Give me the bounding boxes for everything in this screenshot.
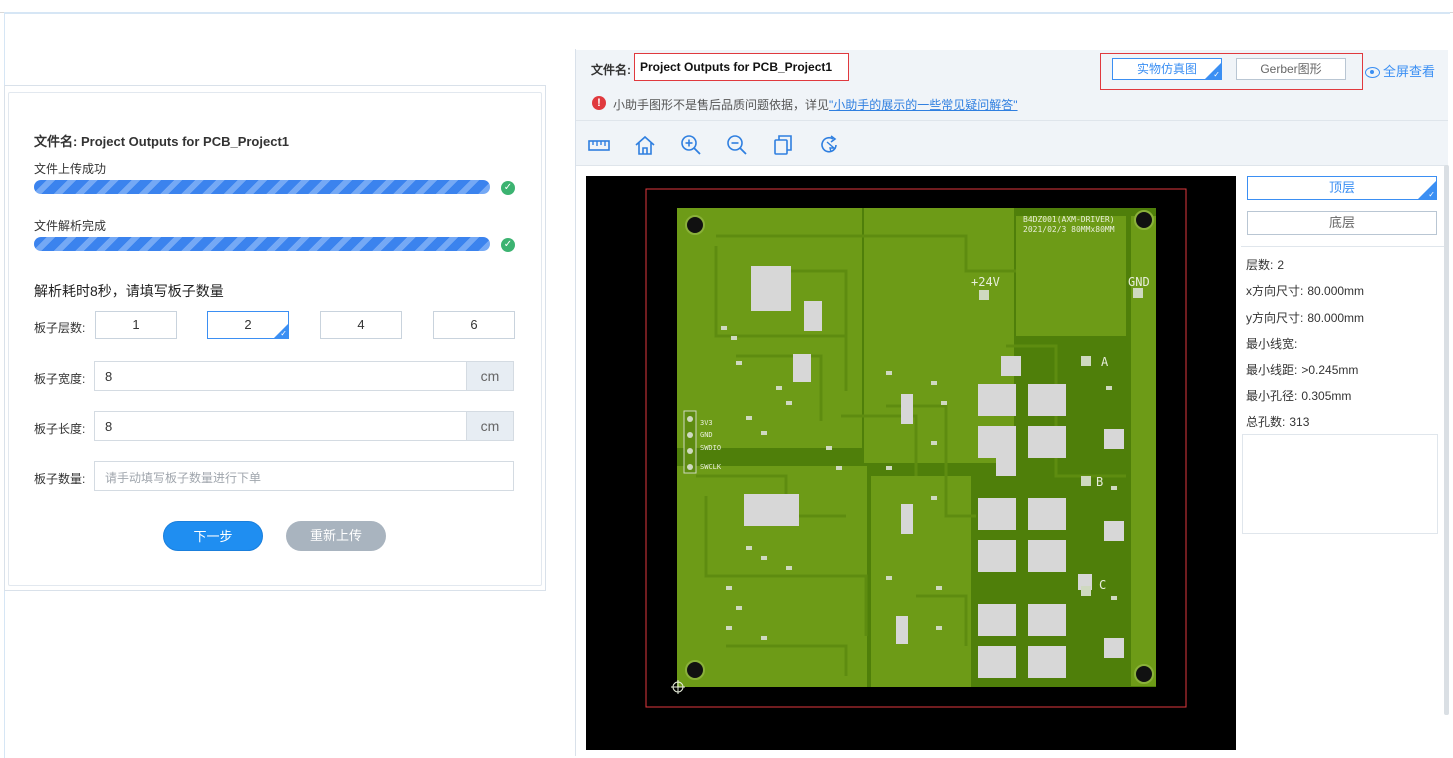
pcb-connector-label: GND bbox=[700, 431, 713, 439]
swd-connector bbox=[683, 410, 697, 474]
prop-layers: 层数:2 bbox=[1246, 256, 1284, 273]
fullscreen-button[interactable]: 全屏查看 bbox=[1365, 61, 1435, 80]
home-icon[interactable] bbox=[634, 134, 656, 156]
gerber-view-button[interactable]: Gerber图形 bbox=[1236, 58, 1346, 80]
pcb-connector-label: SWDIO bbox=[700, 444, 721, 452]
pcb-render: B4DZ001(AXM-DRIVER) 2021/02/3 80MMx80MM … bbox=[586, 176, 1236, 750]
width-unit: cm bbox=[466, 362, 513, 390]
pcb-connector-label: SWCLK bbox=[700, 463, 722, 471]
prop-min-hole-label: 最小孔径: bbox=[1246, 389, 1298, 403]
prop-x-label: x方向尺寸: bbox=[1246, 284, 1304, 298]
layer-option-4[interactable]: 4 bbox=[320, 311, 402, 339]
prop-x-size: x方向尺寸:80.000mm bbox=[1246, 282, 1364, 299]
prop-min-hole: 最小孔径:0.305mm bbox=[1246, 387, 1351, 404]
length-field[interactable]: 8 cm bbox=[94, 411, 514, 441]
prop-min-width: 最小线宽: bbox=[1246, 335, 1301, 352]
rotate-icon[interactable] bbox=[818, 134, 840, 156]
qty-placeholder: 请手动填写板子数量进行下单 bbox=[105, 471, 262, 485]
bottom-layer-tab[interactable]: 底层 bbox=[1247, 211, 1437, 235]
qty-field[interactable]: 请手动填写板子数量进行下单 bbox=[94, 461, 514, 491]
prop-holes-label: 总孔数: bbox=[1246, 415, 1286, 429]
warning-icon: ! bbox=[592, 96, 606, 110]
length-value: 8 bbox=[105, 419, 113, 434]
parse-message: 解析耗时8秒，请填写板子数量 bbox=[34, 283, 224, 299]
parse-progress-bar bbox=[34, 237, 490, 251]
pcb-label-top: B4DZ001(AXM-DRIVER) bbox=[1023, 215, 1115, 224]
eye-icon bbox=[1365, 67, 1380, 79]
width-label: 板子宽度: bbox=[34, 372, 86, 386]
prop-min-width-label: 最小线宽: bbox=[1246, 337, 1298, 351]
file-name-heading: 文件名: Project Outputs for PCB_Project1 bbox=[34, 131, 289, 150]
order-card-inner bbox=[8, 92, 542, 586]
prop-layers-value: 2 bbox=[1277, 258, 1285, 272]
prop-y-value: 80.000mm bbox=[1307, 311, 1365, 325]
upload-status-label: 文件上传成功 bbox=[34, 162, 107, 176]
prop-layers-label: 层数: bbox=[1246, 258, 1274, 272]
pcb-label-plus24: +24V bbox=[971, 275, 1000, 289]
zoom-in-icon[interactable] bbox=[680, 134, 702, 156]
upload-success-icon: ✓ bbox=[501, 181, 515, 195]
layer-option-2-label: 2 bbox=[244, 317, 252, 332]
prop-y-size: y方向尺寸:80.000mm bbox=[1246, 309, 1364, 326]
pcb-label-b: B bbox=[1096, 475, 1103, 489]
qty-label: 板子数量: bbox=[34, 472, 86, 486]
layer-option-2[interactable]: 2 ✓ bbox=[207, 311, 289, 339]
selected-corner-icon bbox=[274, 324, 288, 338]
warning-text: 小助手图形不是售后品质问题依据，详见 bbox=[613, 98, 830, 112]
pcb-connector-label: 3V3 bbox=[700, 419, 713, 427]
pcb-label-date: 2021/02/3 80MMx80MM bbox=[1023, 225, 1115, 234]
realistic-view-button[interactable]: 实物仿真图 ✓ bbox=[1112, 58, 1222, 80]
selected-corner-icon bbox=[1418, 181, 1436, 199]
next-button[interactable]: 下一步 bbox=[163, 521, 263, 551]
layer-option-6[interactable]: 6 bbox=[433, 311, 515, 339]
view-mode-highlight bbox=[1100, 53, 1363, 90]
reupload-button[interactable]: 重新上传 bbox=[286, 521, 386, 551]
parse-status-label: 文件解析完成 bbox=[34, 219, 107, 233]
length-label: 板子长度: bbox=[34, 422, 86, 436]
file-name-value: Project Outputs for PCB_Project1 bbox=[80, 134, 290, 149]
properties-notes-box bbox=[1242, 434, 1438, 534]
prop-y-label: y方向尺寸: bbox=[1246, 311, 1304, 325]
warning-message: 小助手图形不是售后品质问题依据，详见"小助手的展示的一些常见疑问解答" bbox=[613, 96, 1018, 113]
pcb-label-a: A bbox=[1101, 355, 1109, 369]
width-field[interactable]: 8 cm bbox=[94, 361, 514, 391]
measure-icon[interactable] bbox=[588, 134, 610, 156]
prop-min-space-value: >0.245mm bbox=[1301, 363, 1359, 377]
zoom-out-icon[interactable] bbox=[726, 134, 748, 156]
copy-icon[interactable] bbox=[772, 134, 794, 156]
length-unit: cm bbox=[466, 412, 513, 440]
prop-x-value: 80.000mm bbox=[1307, 284, 1365, 298]
mounting-holes bbox=[685, 210, 1154, 684]
viewer-scrollbar[interactable] bbox=[1444, 165, 1449, 715]
top-layer-label: 顶层 bbox=[1328, 180, 1355, 195]
check-icon: ✓ bbox=[280, 329, 287, 338]
prop-holes: 总孔数:313 bbox=[1246, 413, 1309, 430]
layer-option-1[interactable]: 1 bbox=[95, 311, 177, 339]
fullscreen-label: 全屏查看 bbox=[1383, 64, 1436, 79]
pcb-canvas[interactable]: B4DZ001(AXM-DRIVER) 2021/02/3 80MMx80MM … bbox=[586, 176, 1236, 750]
realistic-view-label: 实物仿真图 bbox=[1136, 62, 1197, 76]
top-layer-tab[interactable]: 顶层 ✓ bbox=[1247, 176, 1437, 200]
faq-link[interactable]: "小助手的展示的一些常见疑问解答" bbox=[829, 98, 1018, 112]
pcb-label-c: C bbox=[1099, 578, 1106, 592]
width-value: 8 bbox=[105, 369, 113, 384]
upload-progress-bar bbox=[34, 180, 490, 194]
prop-min-space: 最小线距:>0.245mm bbox=[1246, 361, 1358, 378]
check-icon: ✓ bbox=[1428, 190, 1435, 199]
parse-success-icon: ✓ bbox=[501, 238, 515, 252]
viewer-file-label: 文件名: bbox=[591, 63, 631, 77]
pcb-label-gnd: GND bbox=[1128, 275, 1150, 289]
file-name-label: 文件名: bbox=[34, 134, 78, 149]
check-icon: ✓ bbox=[1213, 70, 1220, 79]
selected-corner-icon bbox=[1205, 63, 1221, 79]
layers-label: 板子层数: bbox=[34, 321, 86, 335]
viewer-toolbar bbox=[576, 121, 1448, 166]
prop-min-hole-value: 0.305mm bbox=[1301, 389, 1352, 403]
board-properties bbox=[1241, 246, 1445, 247]
prop-holes-value: 313 bbox=[1289, 415, 1310, 429]
viewer-file-name: Project Outputs for PCB_Project1 bbox=[634, 53, 849, 81]
prop-min-space-label: 最小线距: bbox=[1246, 363, 1298, 377]
origin-crosshair-icon bbox=[671, 680, 685, 694]
